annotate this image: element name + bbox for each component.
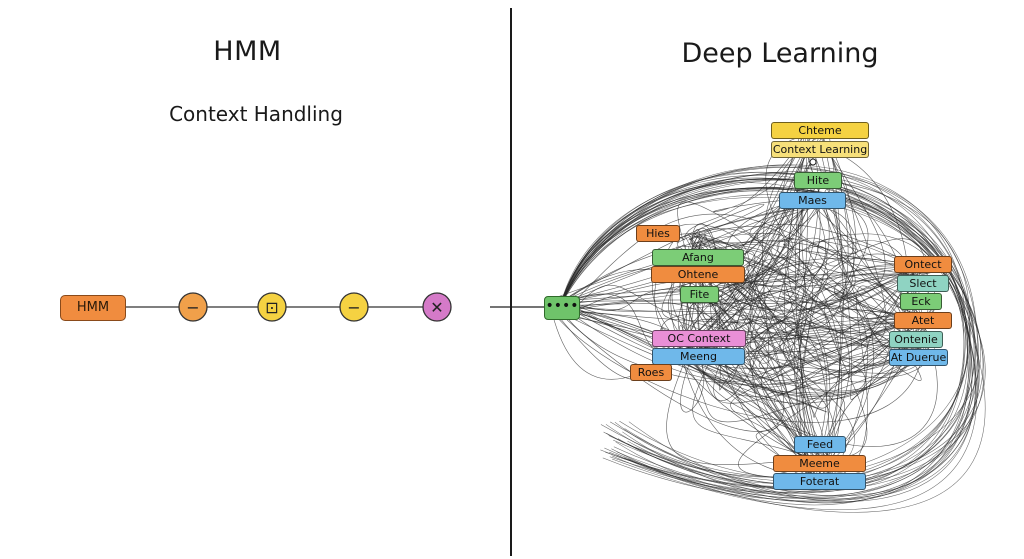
connection-curve (723, 200, 821, 459)
connection-loop (559, 179, 979, 497)
node-left-1: Hies (636, 225, 680, 242)
connection-curve (749, 190, 924, 266)
node-top-3: Hite (794, 172, 842, 189)
node-left-4: Fite (680, 286, 719, 303)
node-top-1: Chteme (771, 122, 869, 139)
connection-curve (568, 307, 866, 398)
connection-curve (692, 200, 814, 459)
connection-curve (680, 354, 938, 447)
node-left-7: Roes (630, 364, 672, 381)
connection-curve (826, 273, 927, 486)
connection-curve (758, 274, 921, 369)
connection-loop (559, 179, 970, 493)
connection-curve (682, 135, 805, 240)
connection-loop (559, 164, 979, 499)
connection-curve (679, 358, 919, 423)
hmm-state-4 (422, 292, 452, 322)
connection-loop (559, 167, 978, 498)
node-right-4: Atet (894, 312, 952, 329)
connection-curve (746, 264, 918, 454)
node-top-2: Context Learning (771, 141, 869, 158)
input-node: •••• (544, 296, 580, 320)
connection-curve (678, 325, 804, 477)
vertical-divider (510, 8, 512, 556)
node-right-3: Eck (900, 293, 942, 310)
connection-curve (676, 233, 921, 383)
hmm-states: − ⊡ − ✕ (178, 292, 452, 322)
connection-curve (690, 243, 925, 368)
connection-curve (752, 320, 830, 482)
close-icon: ✕ (430, 298, 443, 317)
connection-curve (713, 140, 923, 404)
connection-curve (568, 303, 812, 475)
node-left-5: OC Context (652, 330, 746, 347)
hmm-state-1 (178, 292, 208, 322)
connection-curve (557, 235, 802, 376)
connection-curve (545, 203, 765, 311)
square-dot-icon: ⊡ (265, 298, 278, 317)
context-handling-subtitle: Context Handling (169, 102, 343, 126)
junction-dot (809, 158, 817, 166)
connection-loop (559, 171, 966, 492)
connection-curve (698, 193, 826, 278)
connection-curve (661, 240, 812, 485)
connection-curve (780, 188, 925, 321)
connection-curve (693, 236, 830, 338)
connection-curve (730, 315, 923, 474)
connection-curve (552, 301, 824, 464)
hmm-title: HMM (213, 36, 282, 67)
connection-curve (686, 237, 830, 484)
node-right-5: Ontenie (889, 331, 943, 348)
connection-curve (685, 256, 827, 458)
connection-curve (705, 245, 828, 480)
connection-curve (694, 290, 922, 354)
node-right-1: Ontect (894, 256, 952, 273)
node-left-3: Ohtene (651, 266, 745, 283)
connection-curve (564, 213, 927, 319)
node-top-4: Maes (779, 192, 846, 209)
hmm-chain-label: HMM (60, 295, 126, 321)
connection-loop (559, 178, 973, 503)
minus-icon: − (186, 298, 199, 317)
connection-curve (749, 141, 903, 361)
connection-loop (559, 173, 971, 506)
connection-curve (779, 295, 907, 480)
connection-curve (713, 134, 805, 213)
connection-curve (703, 267, 918, 360)
connection-curve (559, 233, 793, 308)
connection-curve (558, 311, 705, 413)
node-bottom-3: Foterat (773, 473, 866, 490)
node-bottom-2: Meeme (773, 455, 866, 472)
connection-curve (820, 194, 919, 323)
hmm-state-2 (257, 292, 287, 322)
node-right-2: Slect (897, 275, 949, 292)
connection-curve (799, 187, 855, 465)
deep-learning-title: Deep Learning (681, 38, 879, 69)
connection-curve (782, 197, 924, 327)
connection-curve (670, 237, 824, 459)
connection-curve (818, 144, 922, 400)
node-right-6: At Duerue (889, 349, 948, 366)
hmm-state-3 (339, 292, 369, 322)
node-bottom-1: Feed (794, 436, 846, 453)
connection-curve (549, 286, 913, 362)
node-left-2: Afang (652, 249, 744, 266)
minus-icon: − (347, 298, 360, 317)
node-left-6: Meeng (652, 348, 745, 365)
